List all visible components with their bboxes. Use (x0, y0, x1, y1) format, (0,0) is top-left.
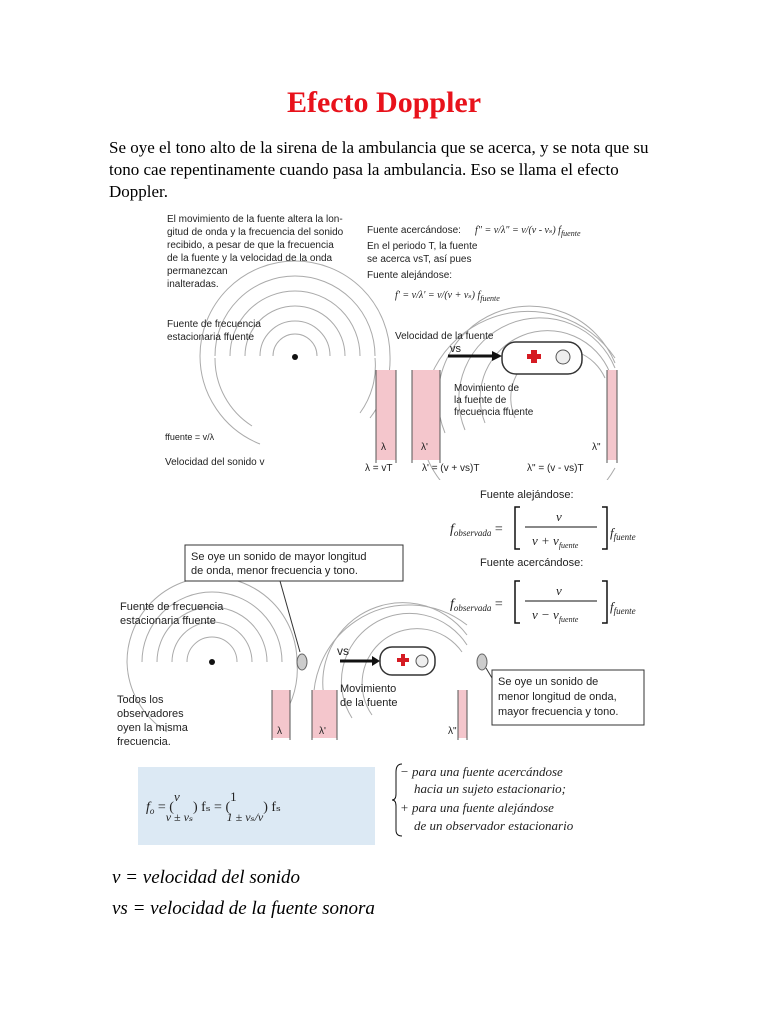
vs-label: vs (450, 343, 462, 355)
note-text: El movimiento de la fuente altera la lon… (167, 214, 346, 290)
acercandose-formula: f" = v/λ" = v/(v - vₛ) ffuente (475, 225, 581, 238)
ffuente-equation: ffuente = v/λ (165, 432, 215, 442)
intro-paragraph: Se oye el tono alto de la sirena de la a… (109, 138, 649, 201)
lambda2-band (607, 370, 617, 460)
numerator-v-2: v (556, 583, 562, 598)
observed-frequency-formulas: Fuente alejándose: fobservada = v v + vf… (450, 489, 636, 624)
movimiento-label-2: Movimiento de la fuente (340, 683, 399, 709)
plus-line: + para una fuente alejándose (400, 800, 554, 815)
ambulance-icon (501, 341, 583, 375)
v-definition: v = velocidad del sonido (112, 867, 300, 888)
velocidad-sonido-label: Velocidad del sonido v (165, 457, 265, 468)
vs-label-2: vs (337, 644, 349, 658)
callout-left-text: Se oye un sonido de mayor longitud de on… (191, 551, 370, 577)
callout-right-text: Se oye un sonido de menor longitud de on… (498, 676, 620, 718)
alejandose-label: Fuente alejándose: (367, 270, 452, 281)
ambulance-icon-2 (379, 646, 436, 676)
periodo-text: En el periodo T, la fuente se acerca vsT… (367, 241, 480, 265)
acercandose-label-2: Fuente acercándose: (480, 557, 583, 569)
eq-lambda2: λ" = (v - vs)T (527, 463, 584, 474)
lambda1-label: λ' (421, 442, 428, 453)
f-observada-1: fobservada = (450, 522, 503, 538)
movimiento-label: Movimiento de la fuente de frecuencia ff… (454, 383, 534, 418)
page-title: Efecto Doppler (286, 86, 482, 119)
lambda-band (376, 370, 396, 460)
acercandose-label: Fuente acercándose: (367, 225, 461, 236)
stationary-source-dot (292, 354, 298, 360)
variable-definitions: v = velocidad del sonido vs = velocidad … (112, 862, 375, 924)
plus-line-2: de un observador estacionario (414, 818, 574, 833)
observer-right-icon (476, 653, 488, 671)
doppler-diagram-bottom: Se oye un sonido de mayor longitud de on… (117, 544, 645, 748)
minus-line-2: hacia un sujeto estacionario; (414, 781, 566, 796)
lambda-label: λ (381, 442, 386, 453)
alejandose-formula: f' = v/λ' = v/(v + vₛ) ffuente (395, 290, 500, 303)
callout-left (184, 544, 404, 582)
todos-label: Todos los observadores oyen la misma fre… (117, 694, 191, 748)
lambda2-label: λ" (592, 442, 601, 453)
stationary-wavefronts (199, 260, 391, 445)
lambda1-band (412, 370, 440, 460)
alejandose-label-2: Fuente alejándose: (480, 489, 574, 501)
minus-line: − para una fuente acercándose (400, 764, 563, 779)
lambda1-label-2: λ' (319, 726, 326, 737)
velocidad-fuente-label: Velocidad de la fuente (395, 331, 494, 342)
lambda-label-2: λ (277, 726, 282, 737)
doppler-diagram-top: El movimiento de la fuente altera la lon… (165, 214, 618, 480)
observer-left-icon (296, 653, 308, 671)
eq-lambda1: λ' = (v + vs)T (422, 463, 479, 474)
sign-notes: − para una fuente acercándose hacia un s… (392, 763, 574, 837)
vs-definition: vs = velocidad de la fuente sonora (112, 898, 375, 919)
callout-right (491, 669, 645, 726)
eq-lambda: λ = vT (365, 463, 393, 474)
lambda2-label-2: λ" (448, 726, 457, 737)
fuente-estacionaria-label: Fuente de frecuencia estacionaria ffuent… (167, 319, 264, 343)
fuente-estacionaria-label-2: Fuente de frecuencia estacionaria ffuent… (120, 601, 226, 627)
numerator-v-1: v (556, 509, 562, 524)
